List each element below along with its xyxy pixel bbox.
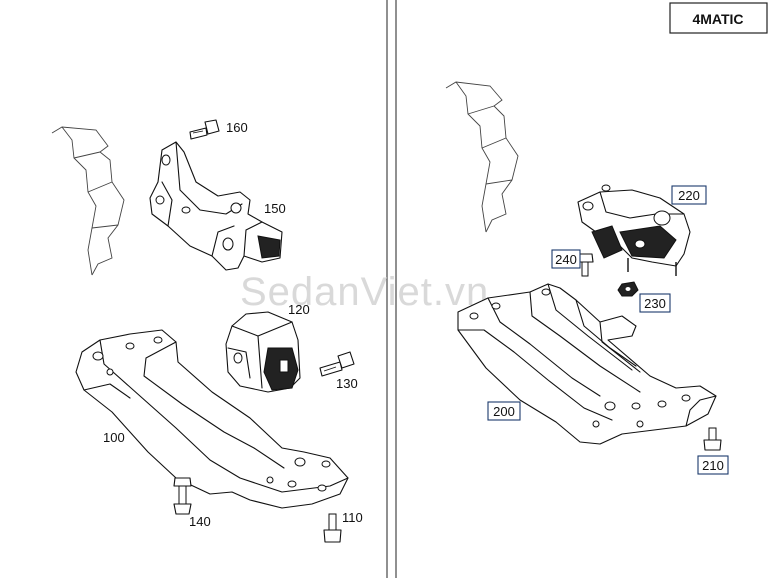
mount-bracket-220 xyxy=(577,184,691,276)
bracket-150 xyxy=(149,141,283,271)
callout-130: 130 xyxy=(336,376,358,391)
crossmember-100 xyxy=(75,329,349,509)
subframe-200 xyxy=(457,283,717,445)
callout-150: 150 xyxy=(264,201,286,216)
4matic-badge-label: 4MATIC xyxy=(692,11,743,27)
callout-160: 160 xyxy=(226,120,248,135)
callout-110: 110 xyxy=(342,510,363,525)
nut-230 xyxy=(617,281,639,297)
bolt-160 xyxy=(189,119,220,140)
callout-120: 120 xyxy=(288,302,310,317)
transmission-housing-outline-left xyxy=(51,126,125,276)
callout-200-box xyxy=(487,401,521,421)
callout-230-box xyxy=(639,293,671,313)
callout-230: 230 xyxy=(644,296,666,311)
callout-140: 140 xyxy=(189,514,211,529)
4matic-badge: 4MATIC xyxy=(669,2,768,34)
callout-240: 240 xyxy=(555,252,577,267)
mount-120 xyxy=(225,311,301,393)
callout-240-box xyxy=(551,249,581,269)
callout-220-box xyxy=(671,185,707,205)
bolt-210 xyxy=(703,427,722,451)
callout-210: 210 xyxy=(702,458,724,473)
callout-200: 200 xyxy=(493,404,515,419)
transmission-housing-outline-right xyxy=(445,81,519,233)
callout-220: 220 xyxy=(678,188,700,203)
callout-210-box xyxy=(697,455,729,475)
watermark-text: SedanViet.vn xyxy=(240,270,489,314)
bolt-110 xyxy=(323,513,342,543)
callout-100: 100 xyxy=(103,430,125,445)
bolt-130 xyxy=(319,351,355,377)
bolt-140 xyxy=(173,477,192,515)
